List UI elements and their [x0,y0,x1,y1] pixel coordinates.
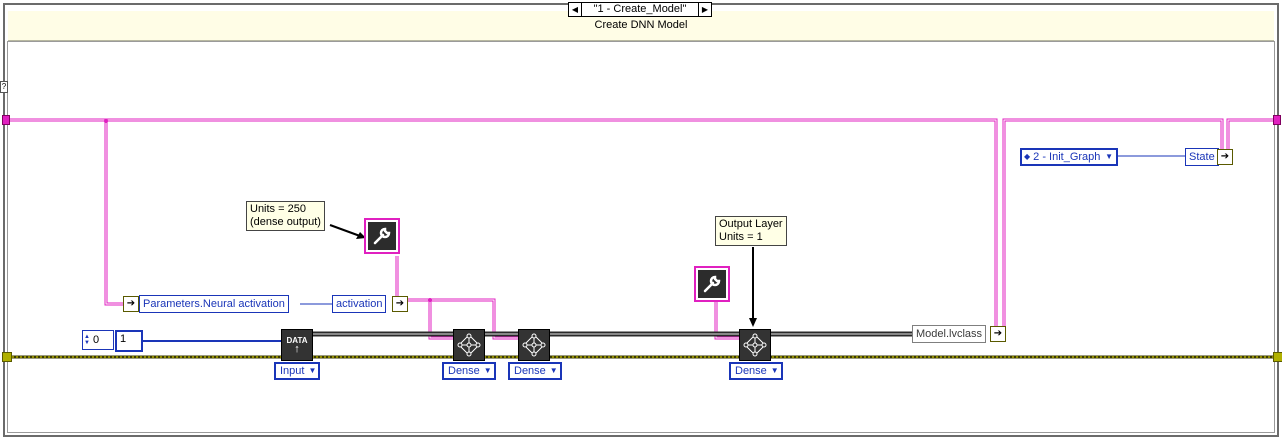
increment-icon[interactable]: ▲▼ [84,334,90,346]
bundle-arrow-icon: ➔ [392,296,408,312]
case-subdiagram-label: Create DNN Model [594,19,688,31]
numeric-control[interactable]: ▲▼ 0 [82,330,114,350]
case-structure-frame [3,3,1279,437]
dropdown-arrow-icon: ▼ [483,366,492,375]
input-dropdown[interactable]: Input ▼ [274,362,321,380]
input-layer-node[interactable]: DATA ↑ [281,329,313,361]
units-note-line1: Units = 250 [250,203,306,215]
dense-dropdown-1-label: Dense [448,365,480,377]
activation-bundle[interactable]: activation [332,295,387,313]
class-wire-parameters-branch [104,119,123,306]
dropdown-arrow-icon: ▼ [1105,152,1113,161]
dropdown-arrow-icon: ▼ [308,366,317,375]
parameters-unbundle[interactable]: Parameters.Neural activation [139,295,289,313]
model-bundle[interactable]: Model.lvclass [912,325,987,343]
case-selector-label[interactable]: "1 - Create_Model" [581,3,699,16]
left-class-tunnel[interactable] [2,115,10,125]
dense-layer-node-3[interactable] [739,329,771,361]
property-node-dense[interactable] [364,218,400,254]
state-enum-constant[interactable]: ◆ 2 - Init_Graph ▼ [1020,148,1118,166]
output-layer-note: Output Layer Units = 1 [715,216,787,246]
dense-dropdown-3-label: Dense [735,365,767,377]
units-note-arrow [329,224,361,237]
dropdown-arrow-icon: ▼ [770,366,779,375]
next-case-button[interactable]: ▶ [701,5,709,14]
help-marker[interactable]: ? [0,81,8,93]
case-structure-diagram-area [7,41,1275,433]
units-note: Units = 250 (dense output) [246,201,325,231]
property-node-output[interactable] [694,266,730,302]
right-class-tunnel[interactable] [1273,115,1281,125]
class-wire-top [8,118,1274,333]
wrench-icon [698,270,726,298]
bundle-arrow-icon: ➔ [990,326,1006,342]
units-note-line2: (dense output) [250,216,321,228]
input-dropdown-label: Input [280,365,305,377]
numeric-control-value[interactable]: 0 [93,334,100,346]
neural-network-icon [743,333,767,357]
dense-layer-node-1[interactable] [453,329,485,361]
state-bundle[interactable]: State [1185,148,1219,166]
dense-dropdown-2-label: Dense [514,365,546,377]
left-shift-register[interactable] [2,352,12,362]
output-note-line1: Output Layer [719,218,783,230]
dense-dropdown-2[interactable]: Dense ▼ [508,362,562,380]
data-upload-icon: DATA [286,336,308,345]
right-shift-register[interactable] [1273,352,1282,362]
dropdown-arrow-icon: ▼ [549,366,558,375]
dense-dropdown-1[interactable]: Dense ▼ [442,362,496,380]
output-note-line2: Units = 1 [719,231,763,243]
unbundle-arrow-icon: ➔ [123,296,139,312]
dense-dropdown-3[interactable]: Dense ▼ [729,362,783,380]
case-selector[interactable]: ◀ "1 - Create_Model" ▶ [568,2,712,17]
dense-layer-node-2[interactable] [518,329,550,361]
prev-case-button[interactable]: ◀ [571,5,579,14]
neural-network-icon [457,333,481,357]
state-enum-label: 2 - Init_Graph [1033,151,1101,163]
wrench-icon [368,222,396,250]
numeric-constant[interactable]: 1 [115,330,143,352]
enum-increment-icon[interactable]: ◆ [1024,152,1031,161]
bundle-arrow-icon: ➔ [1217,149,1233,165]
activation-wires [395,256,740,340]
neural-network-icon [522,333,546,357]
